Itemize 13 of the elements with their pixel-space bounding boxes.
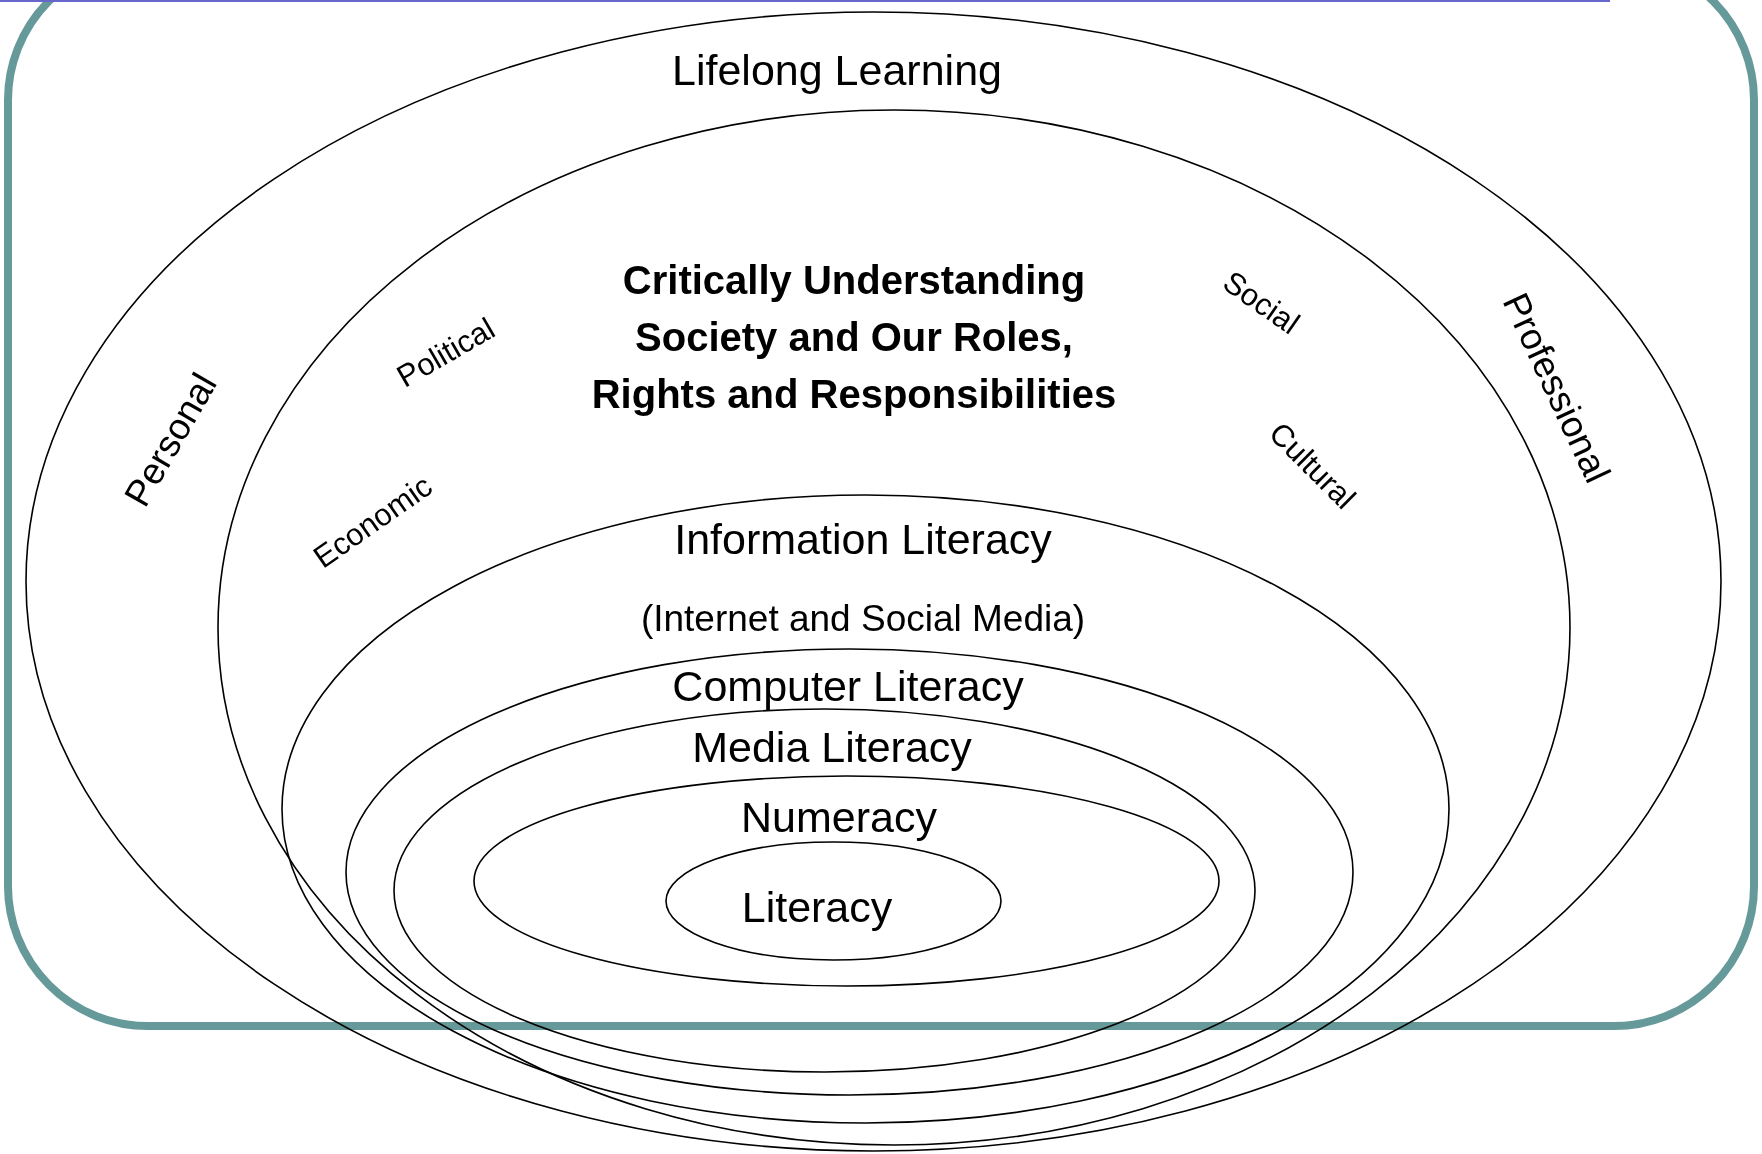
ellipse-region bbox=[393, 708, 1256, 1073]
region-label: Computer Literacy bbox=[672, 662, 1024, 712]
region-label: (Internet and Social Media) bbox=[640, 597, 1086, 641]
region-label: Literacy bbox=[741, 883, 893, 933]
region-label: Media Literacy bbox=[692, 723, 972, 773]
ellipse-region bbox=[473, 775, 1220, 987]
region-label: Lifelong Learning bbox=[672, 46, 1002, 96]
heading-text: Critically Understanding Society and Our Roles, Rights and Responsibilities bbox=[590, 256, 1118, 418]
ellipse-region bbox=[665, 841, 1002, 961]
ellipse-region bbox=[345, 648, 1354, 1096]
region-label: Numeracy bbox=[741, 793, 937, 843]
region-label: Information Literacy bbox=[674, 515, 1052, 565]
ellipse-region bbox=[25, 11, 1722, 1152]
